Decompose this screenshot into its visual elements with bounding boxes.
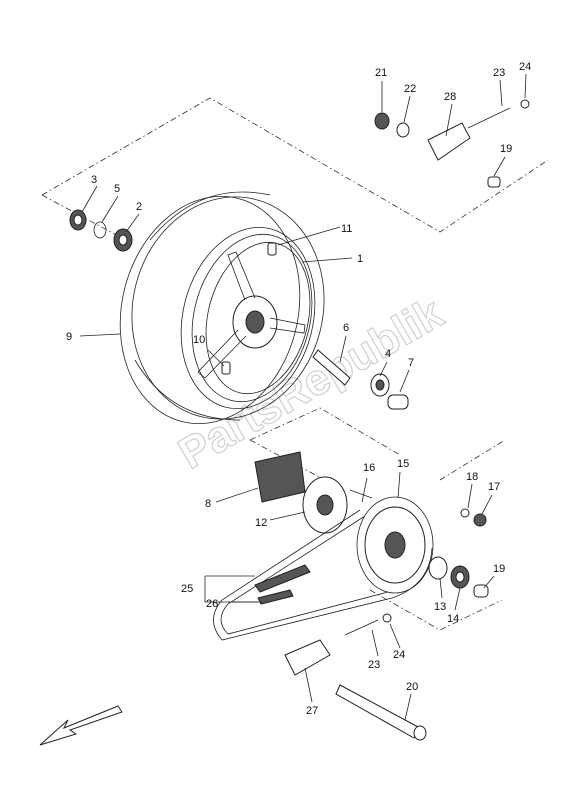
part-label-22: 22 <box>404 83 416 95</box>
part-label-27: 27 <box>306 705 318 717</box>
part-label-12: 12 <box>255 517 267 529</box>
part-label-18: 18 <box>466 471 478 483</box>
part-label-19-upper: 19 <box>500 143 512 155</box>
leader-lines <box>79 73 527 721</box>
part-label-9: 9 <box>66 331 72 343</box>
part-label-20: 20 <box>406 681 418 693</box>
rim-illustration <box>180 226 316 410</box>
part-label-7: 7 <box>408 357 414 369</box>
direction-arrow-icon <box>39 705 123 746</box>
part-label-14: 14 <box>447 613 459 625</box>
sprocket-chain-group <box>213 496 434 641</box>
part-label-15: 15 <box>397 458 409 470</box>
part-label-8: 8 <box>205 498 211 510</box>
part-label-25: 25 <box>181 583 193 595</box>
part-label-5: 5 <box>114 183 120 195</box>
part-label-21: 21 <box>375 67 387 79</box>
part-label-4: 4 <box>385 348 391 360</box>
part-label-19-lower: 19 <box>493 563 505 575</box>
part-label-10: 10 <box>193 334 205 346</box>
part-label-16: 16 <box>363 462 375 474</box>
part-label-1: 1 <box>357 253 363 265</box>
part-label-23-upper: 23 <box>493 67 505 79</box>
left-bearing-group <box>69 209 133 252</box>
part-label-2: 2 <box>136 201 142 213</box>
right-bearing-group <box>428 556 489 598</box>
tire-illustration <box>119 191 325 424</box>
part-label-11: 11 <box>341 223 352 235</box>
part-label-28: 28 <box>444 91 456 103</box>
damper-hub-group <box>254 451 348 534</box>
lower-adjuster-group <box>284 489 487 741</box>
part-label-24-upper: 24 <box>519 61 531 73</box>
part-labels: 1 2 3 4 5 6 7 8 9 10 11 12 13 14 15 16 1… <box>66 61 531 717</box>
hub-shaft-group <box>312 349 409 410</box>
part-label-3: 3 <box>91 174 97 186</box>
part-label-6: 6 <box>343 322 349 334</box>
part-label-26: 26 <box>206 598 218 610</box>
part-label-23-lower: 23 <box>368 659 380 671</box>
upper-adjuster-group <box>374 99 530 188</box>
part-label-17: 17 <box>488 481 500 493</box>
part-label-24-lower: 24 <box>393 649 405 661</box>
part-label-13: 13 <box>434 601 446 613</box>
